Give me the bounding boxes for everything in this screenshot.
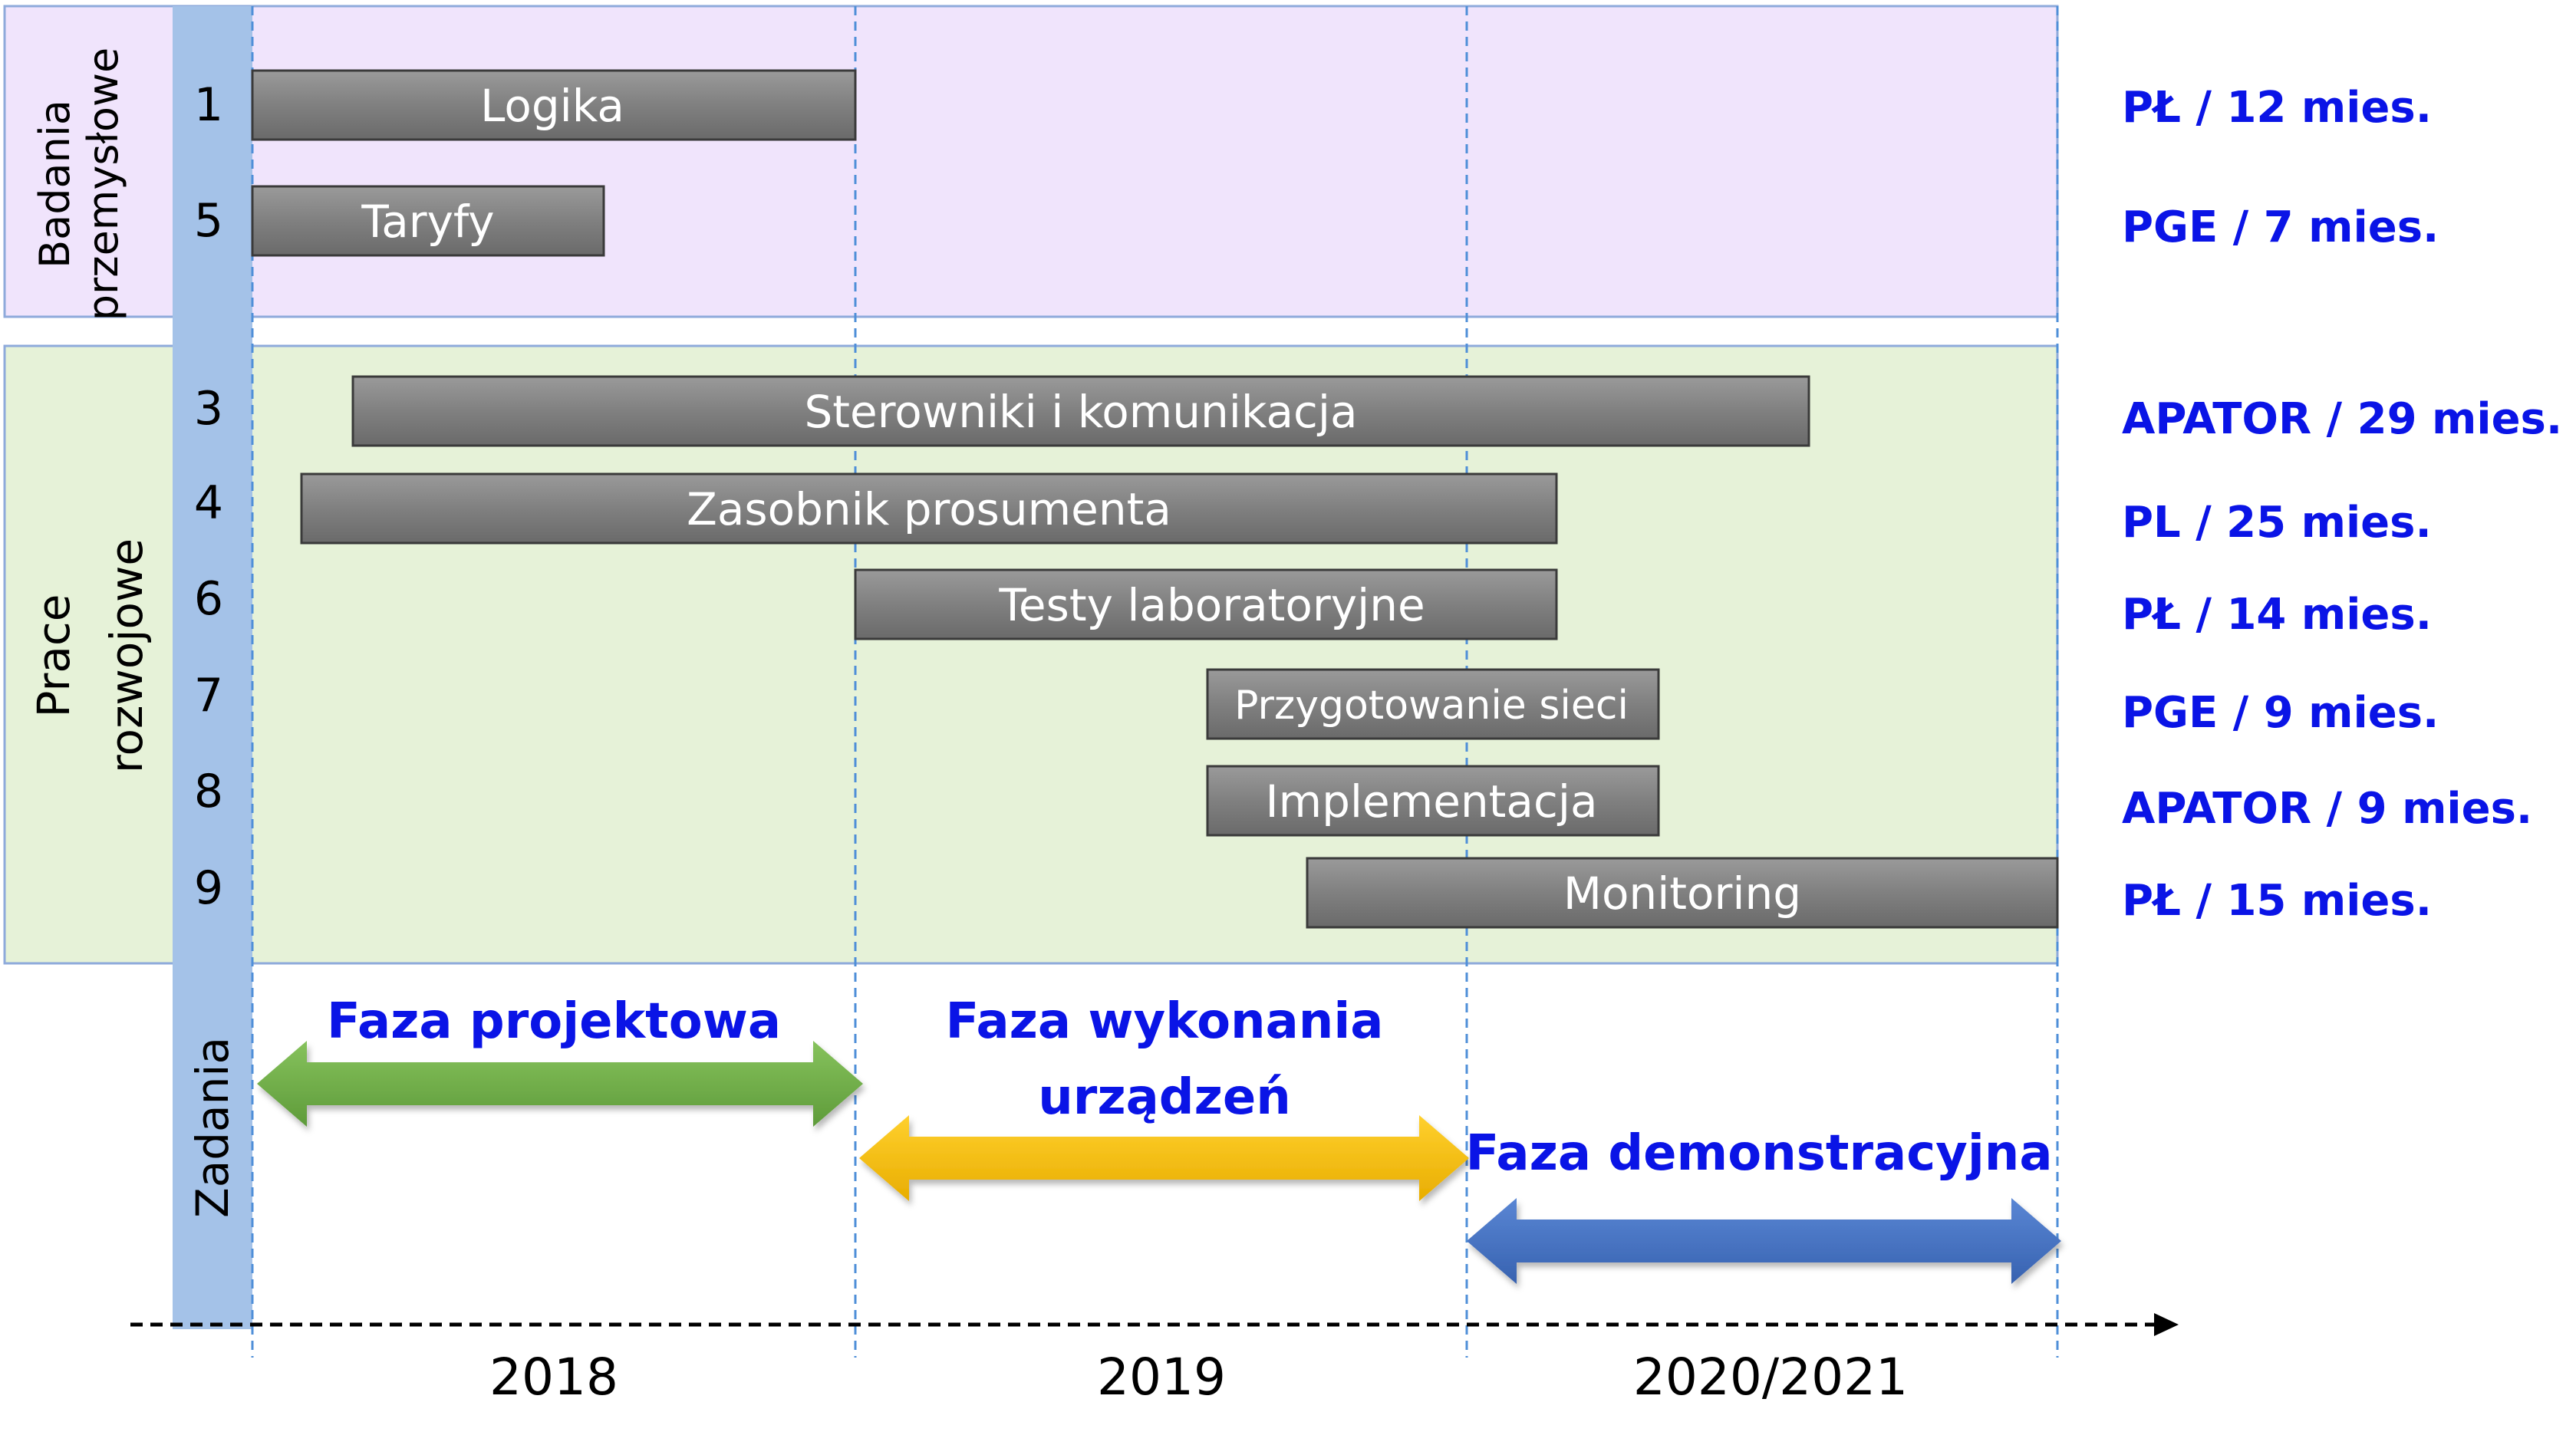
task-number: 9	[194, 861, 223, 915]
task-bar-przygotowanie: Przygotowanie sieci	[1206, 668, 1660, 740]
development-work-label: Prace rozwojowe	[28, 538, 153, 773]
task-bar-rect	[251, 69, 857, 141]
timeline-axis: 2018 2019 2020/2021	[130, 1313, 2179, 1407]
partner-duration: APATOR / 29 mies.	[2122, 394, 2562, 444]
task-bar-zasobnik: Zasobnik prosumenta	[300, 472, 1558, 545]
industrial-research-label-line2: przemysłowe	[79, 48, 127, 321]
partner-durations: PŁ / 12 mies. PGE / 7 mies. APATOR / 29 …	[2122, 83, 2562, 926]
task-bar-taryfy: Taryfy	[251, 185, 605, 257]
timeline-arrowhead	[2154, 1313, 2179, 1336]
task-bar-label: Testy laboratoryjne	[998, 579, 1425, 631]
task-number: 1	[194, 78, 223, 132]
development-work-label-line1: Prace	[28, 594, 80, 718]
manufacturing-phase-arrow	[859, 1115, 1469, 1201]
tasks-label: Zadania	[186, 1037, 239, 1218]
year-label: 2018	[489, 1348, 618, 1407]
manufacturing-phase-label-line1: Faza wykonania	[946, 993, 1384, 1050]
task-bar-label: Przygotowanie sieci	[1234, 683, 1629, 729]
demonstration-phase-label: Faza demonstracyjna	[1465, 1125, 2052, 1182]
development-work-label-line2: rozwojowe	[100, 538, 153, 773]
task-bar-monitoring: Monitoring	[1306, 857, 2059, 929]
manufacturing-phase-label-line2: urządzeń	[1038, 1069, 1291, 1126]
task-number: 5	[194, 194, 223, 248]
partner-duration: PŁ / 12 mies.	[2122, 83, 2432, 133]
task-bar-rect	[1306, 857, 2059, 929]
task-number: 7	[194, 669, 223, 722]
task-bar-rect	[1206, 668, 1660, 740]
partner-duration: PŁ / 15 mies.	[2122, 876, 2432, 926]
task-number: 3	[194, 382, 223, 436]
partner-duration: PL / 25 mies.	[2122, 498, 2432, 548]
industrial-research-label-line1: Badania	[31, 100, 79, 268]
task-number-column	[173, 6, 252, 1329]
task-bar-rect	[300, 472, 1558, 545]
industrial-research-section	[3, 5, 2059, 318]
task-bar-label: Monitoring	[1563, 867, 1801, 920]
task-bars: Logika Taryfy Sterowniki i komunikacja Z…	[251, 69, 2059, 929]
task-bar-rect	[251, 185, 605, 257]
industrial-research-label: Badania przemysłowe	[31, 48, 127, 321]
task-bar-testy: Testy laboratoryjne	[854, 568, 1558, 640]
demonstration-phase-arrow	[1467, 1198, 2061, 1284]
tasks-column-label: Zadania	[186, 1037, 239, 1218]
task-bar-label: Sterowniki i komunikacja	[804, 386, 1357, 438]
task-bar-logika: Logika	[251, 69, 857, 141]
task-bar-sterowniki: Sterowniki i komunikacja	[351, 375, 1810, 447]
task-bar-implementacja: Implementacja	[1206, 765, 1660, 837]
partner-duration: PGE / 9 mies.	[2122, 688, 2439, 738]
task-number: 6	[194, 572, 223, 626]
task-bar-rect	[1206, 765, 1660, 837]
task-bar-label: Zasobnik prosumenta	[687, 483, 1171, 535]
partner-duration: PGE / 7 mies.	[2122, 202, 2439, 252]
design-phase-label: Faza projektowa	[327, 993, 781, 1050]
design-phase-arrow	[257, 1041, 863, 1127]
task-bar-label: Implementacja	[1266, 775, 1598, 828]
year-label: 2020/2021	[1633, 1348, 1908, 1407]
task-bar-rect	[351, 375, 1810, 447]
year-label: 2019	[1097, 1348, 1226, 1407]
partner-duration: PŁ / 14 mies.	[2122, 590, 2432, 640]
task-number: 8	[194, 765, 223, 818]
task-bar-label: Taryfy	[361, 196, 494, 248]
partner-duration: APATOR / 9 mies.	[2122, 784, 2532, 834]
phase-labels: Faza projektowa Faza wykonania urządzeń …	[327, 993, 2053, 1182]
task-bar-rect	[854, 568, 1558, 640]
task-numbers: 1 5 3 4 6 7 8 9	[194, 78, 223, 915]
task-bar-label: Logika	[480, 80, 624, 132]
task-number: 4	[194, 476, 223, 530]
phase-arrows	[257, 1041, 2061, 1284]
